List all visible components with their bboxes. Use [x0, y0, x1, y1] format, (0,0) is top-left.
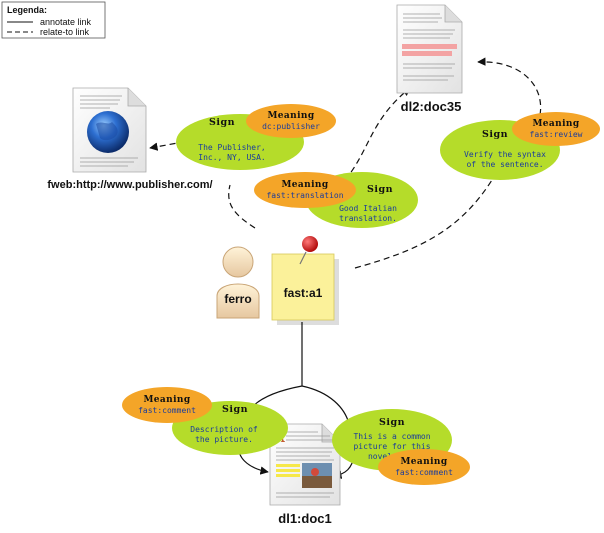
- sign-title: Sign: [482, 129, 508, 140]
- meaning-publisher: Meaning dc:publisher: [246, 104, 336, 138]
- legend-title: Legenda:: [7, 5, 47, 15]
- annotation-note: fast:a1: [271, 236, 339, 325]
- relate-link-doc35-right: [477, 57, 542, 116]
- legend-relate-label: relate-to link: [40, 27, 90, 37]
- sign-text-line: Inc., NY, USA.: [198, 153, 265, 162]
- highlight-mark: [276, 464, 300, 467]
- highlight-mark: [402, 44, 457, 49]
- person-head-icon: [222, 246, 254, 278]
- meaning-title: Meaning: [143, 395, 190, 405]
- sign-title: Sign: [222, 404, 248, 415]
- meaning-ellipse: [378, 449, 470, 485]
- meaning-picture: Meaning fast:comment: [122, 387, 212, 423]
- doc1-text-lines: [276, 431, 334, 461]
- doc35-text-lines: [403, 13, 455, 81]
- photo-figure: [311, 468, 319, 476]
- doc35-document: dl2:doc35: [396, 4, 463, 114]
- meaning-value: dc:publisher: [262, 122, 320, 131]
- publisher-text-lines: [80, 95, 138, 167]
- relate-link-doc35-left: [344, 87, 411, 181]
- sign-title: Sign: [379, 417, 405, 428]
- meaning-value: fast:translation: [266, 191, 343, 200]
- meaning-title: Meaning: [400, 457, 447, 467]
- highlight-mark: [402, 51, 452, 56]
- meaning-review: Meaning fast:review: [512, 112, 600, 146]
- sign-text-line: picture for this: [353, 442, 430, 451]
- meaning-novel: Meaning fast:comment: [378, 449, 470, 485]
- sign-text-line: the picture.: [195, 435, 253, 444]
- doc1-label: dl1:doc1: [278, 511, 331, 526]
- relate-link-publisher-lower: [228, 184, 256, 229]
- sticky-note-icon: [271, 253, 335, 321]
- legend: Legenda: annotate link relate-to link: [1, 1, 106, 39]
- meaning-ellipse: [246, 104, 336, 138]
- meaning-ellipse: [122, 387, 212, 423]
- meaning-value: fast:comment: [395, 468, 453, 477]
- doc1-text-lines-lower: [276, 492, 334, 498]
- sign-text-line: This is a common: [353, 432, 430, 441]
- globe-continent: [96, 122, 118, 141]
- page-fold: [127, 88, 146, 107]
- photo-ground: [302, 476, 332, 488]
- sign-text-line: The Publisher,: [198, 143, 265, 152]
- legend-annotate-label: annotate link: [40, 17, 92, 27]
- sign-text-line: novel: [368, 452, 392, 461]
- person-body-icon: [216, 283, 260, 319]
- author-label: ferro: [224, 292, 251, 306]
- sign-title: Sign: [367, 184, 393, 195]
- pushpin-icon: [302, 236, 318, 252]
- sign-title: Sign: [209, 117, 235, 128]
- meaning-translation: Meaning fast:translation: [254, 172, 356, 208]
- highlight-mark: [276, 474, 300, 477]
- meaning-title: Meaning: [281, 180, 328, 190]
- relate-links: [149, 57, 542, 269]
- page-fold: [444, 5, 462, 23]
- sign-text-line: Verify the syntax: [464, 150, 546, 159]
- annotate-link-right-branch: [301, 385, 350, 425]
- pin-needle: [299, 251, 307, 265]
- meaning-value: fast:comment: [138, 406, 196, 415]
- meaning-ellipse: [254, 172, 356, 208]
- meaning-ellipse: [512, 112, 600, 146]
- sign-text-line: of the sentence.: [466, 160, 543, 169]
- sign-text-line: translation.: [339, 214, 397, 223]
- meaning-title: Meaning: [267, 111, 314, 121]
- publisher-label: fweb:http://www.publisher.com/: [47, 179, 212, 191]
- annotation-label: fast:a1: [284, 286, 323, 300]
- meaning-title: Meaning: [532, 119, 579, 129]
- sign-text-line: Description of: [190, 425, 258, 434]
- sign-text-line: Good Italian: [339, 204, 397, 213]
- relate-link-review-lower: [354, 179, 493, 269]
- publisher-document: fweb:http://www.publisher.com/: [47, 87, 213, 191]
- author-ferro: ferro: [216, 246, 260, 319]
- highlight-mark: [276, 469, 300, 472]
- meaning-value: fast:review: [530, 130, 583, 139]
- doc35-label: dl2:doc35: [401, 99, 462, 114]
